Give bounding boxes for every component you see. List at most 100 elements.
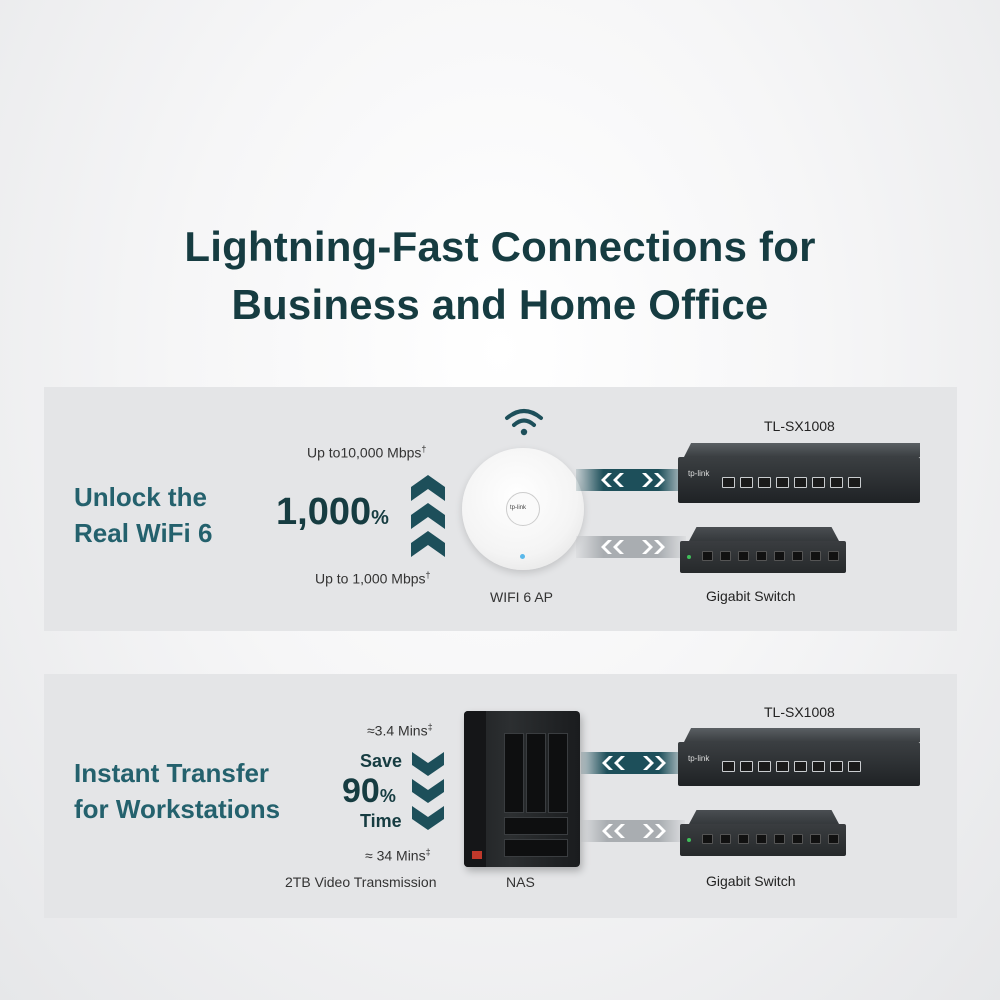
switch-10g-logo: tp-link — [688, 754, 710, 763]
bottom-speed-text: Up to 1,000 Mbps† — [315, 570, 431, 587]
switch-10g: tp-link — [678, 742, 920, 786]
top-time-footnote-mark: ‡ — [427, 722, 433, 732]
headline-line-2: Business and Home Office — [231, 281, 769, 328]
gigabit-switch-label: Gigabit Switch — [706, 873, 796, 889]
switch-10g-label: TL-SX1008 — [764, 418, 835, 434]
save-figure: 90% — [342, 771, 396, 816]
ap-center-badge — [506, 492, 540, 526]
ap-label: WIFI 6 AP — [490, 589, 554, 605]
improvement-figure: 1,000% — [276, 490, 389, 540]
nas-bay — [504, 733, 524, 813]
nas-bay — [526, 733, 546, 813]
up-chevron-icon — [411, 475, 445, 557]
time-label: Time — [360, 811, 402, 831]
wifi6-title-line-1: Unlock the — [74, 482, 207, 512]
bottom-speed-value: Up to 1,000 Mbps — [315, 570, 426, 587]
switch-port — [812, 477, 825, 488]
nas-label: NAS — [506, 874, 535, 890]
switch-port — [810, 551, 821, 561]
switch-port — [758, 477, 771, 488]
switch-10g-logo: tp-link — [688, 469, 710, 478]
bottom-time-text: ≈ 34 Mins‡ — [365, 847, 431, 864]
improvement-unit: % — [371, 507, 389, 529]
switch-port — [812, 761, 825, 772]
top-speed-value: Up to10,000 Mbps — [307, 444, 422, 461]
workstation-title-line-1: Instant Transfer — [74, 758, 270, 788]
switch-port — [794, 761, 807, 772]
switch-port — [758, 761, 771, 772]
switch-port — [722, 761, 735, 772]
top-speed-text: Up to10,000 Mbps† — [307, 444, 426, 461]
workstation-section-title: Instant Transfer for Workstations — [74, 755, 280, 827]
switch-port — [848, 477, 861, 488]
page-headline: Lightning-Fast Connections for Business … — [0, 218, 1000, 334]
save-unit: % — [379, 786, 396, 806]
save-label: Save — [360, 751, 403, 771]
nas-bay — [504, 817, 568, 835]
top-speed-footnote-mark: † — [421, 444, 427, 454]
top-time-text: ≈3.4 Mins‡ — [367, 722, 433, 739]
connector-10g — [581, 752, 685, 774]
switch-port — [828, 551, 839, 561]
bottom-time-footnote-mark: ‡ — [425, 847, 431, 857]
switch-10g-top — [684, 443, 920, 457]
arrows-icon — [602, 756, 666, 770]
connector-1g — [581, 820, 685, 842]
power-led — [687, 555, 691, 559]
switch-port — [756, 834, 767, 844]
ap-logo: tp-link — [510, 505, 527, 511]
switch-10g-label: TL-SX1008 — [764, 704, 835, 720]
nas-side — [464, 711, 486, 867]
switch-port — [792, 834, 803, 844]
improvement-value: 1,000 — [276, 491, 372, 533]
nas-bay — [504, 839, 568, 857]
switch-port — [702, 551, 713, 561]
wifi-icon — [505, 409, 543, 436]
switch-port — [774, 834, 785, 844]
switch-port — [774, 551, 785, 561]
switch-port — [830, 477, 843, 488]
switch-10g-top — [684, 728, 920, 742]
switch-port — [828, 834, 839, 844]
bottom-time-value: ≈ 34 Mins — [365, 847, 426, 864]
connector-1g — [576, 536, 686, 558]
switch-port — [848, 761, 861, 772]
down-chevron-icon — [412, 752, 444, 830]
switch-port — [776, 761, 789, 772]
nas-power-indicator — [472, 851, 482, 859]
switch-port — [776, 477, 789, 488]
arrows-icon — [602, 824, 666, 838]
switch-port — [794, 477, 807, 488]
switch-port — [720, 834, 731, 844]
switch-port — [792, 551, 803, 561]
arrows-icon — [601, 540, 665, 554]
workstation-title-line-2: for Workstations — [74, 794, 281, 824]
save-value: 90 — [342, 772, 380, 810]
arrows-icon — [601, 473, 665, 487]
headline-line-1: Lightning-Fast Connections for — [184, 223, 816, 270]
switch-port — [756, 551, 767, 561]
gigabit-switch-top — [689, 527, 839, 541]
transfer-label: 2TB Video Transmission — [285, 874, 437, 890]
switch-port — [702, 834, 713, 844]
wifi6-section-title: Unlock the Real WiFi 6 — [74, 479, 212, 551]
wifi6-panel: Unlock the Real WiFi 6 Up to10,000 Mbps†… — [44, 387, 957, 631]
nas-bay — [548, 733, 568, 813]
nas-device — [464, 711, 580, 867]
workstation-panel: Instant Transfer for Workstations ≈3.4 M… — [44, 674, 957, 918]
switch-port — [738, 551, 749, 561]
switch-port — [740, 761, 753, 772]
switch-port — [830, 761, 843, 772]
gigabit-switch — [680, 824, 846, 856]
power-led — [687, 838, 691, 842]
switch-port — [720, 551, 731, 561]
switch-port — [722, 477, 735, 488]
wifi6-access-point: tp-link — [462, 448, 584, 570]
switch-port — [740, 477, 753, 488]
switch-port — [810, 834, 821, 844]
switch-10g: tp-link — [678, 457, 920, 503]
wifi6-title-line-2: Real WiFi 6 — [74, 518, 213, 548]
gigabit-switch — [680, 541, 846, 573]
switch-port — [738, 834, 749, 844]
ap-status-led — [520, 554, 525, 559]
